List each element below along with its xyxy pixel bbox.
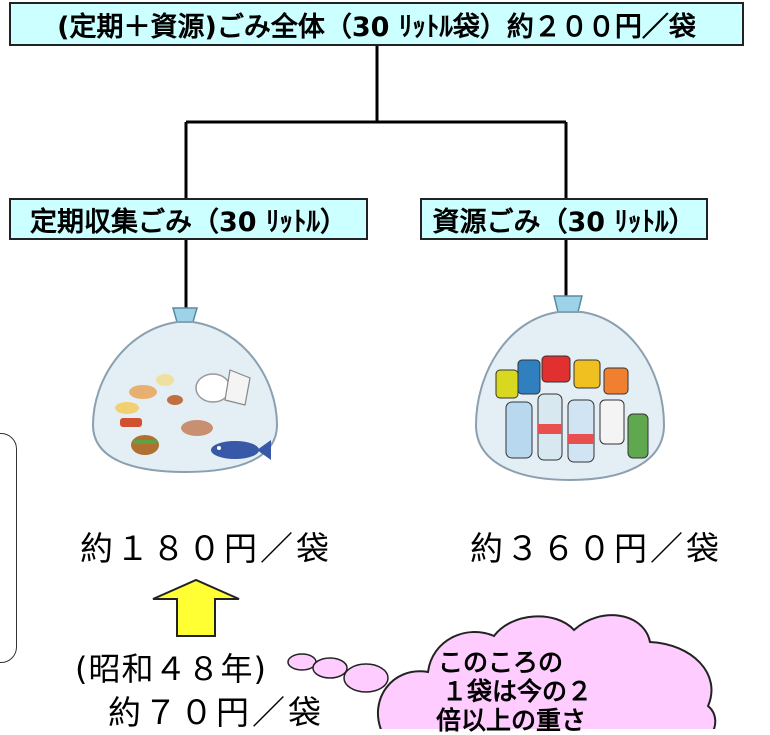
up-arrow-icon: [152, 578, 240, 637]
thought-line-3: 倍以上の重さ: [436, 706, 587, 735]
regular-garbage-bag-image: [91, 307, 279, 474]
thought-bubble-text: このころの １袋は今の２ 倍以上の重さ: [436, 648, 696, 735]
regular-garbage-price: 約１８０円／袋: [80, 529, 332, 568]
showa-48-label: (昭和４８年): [75, 650, 267, 688]
regular-garbage-box: 定期収集ごみ（30 ﾘｯﾄﾙ）: [9, 198, 368, 240]
thought-line-1: このころの: [438, 648, 564, 677]
thought-line-2: １袋は今の２: [442, 677, 593, 706]
recyclable-garbage-box: 資源ごみ（30 ﾘｯﾄﾙ）: [420, 198, 708, 240]
recyclable-garbage-bag-image: [474, 295, 666, 482]
past-price: 約７０円／袋: [108, 693, 324, 732]
recyclable-garbage-price: 約３６０円／袋: [470, 529, 722, 568]
total-garbage-box: (定期＋資源)ごみ全体（30 ﾘｯﾄﾙ袋）約２００円／袋: [9, 2, 744, 46]
